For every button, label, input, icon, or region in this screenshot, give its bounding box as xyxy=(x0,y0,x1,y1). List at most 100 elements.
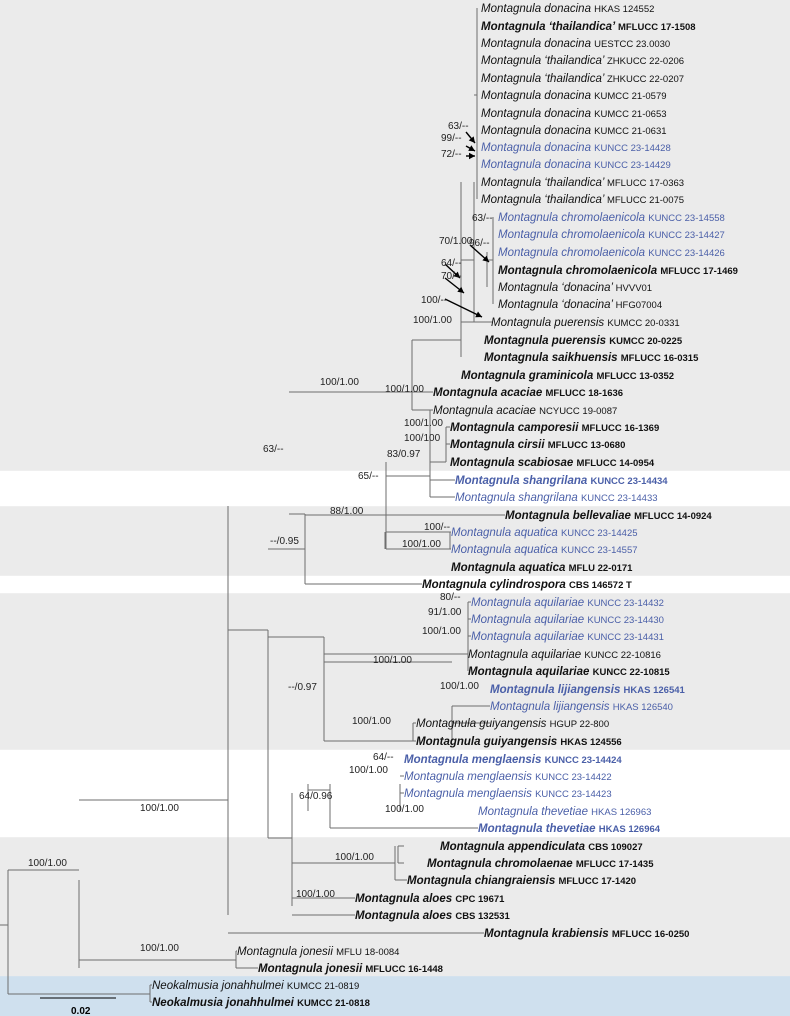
strain-number: KUNCC 22-10816 xyxy=(584,650,661,661)
taxon-label: Montagnula chromolaenicola KUNCC 23-1442… xyxy=(498,229,725,241)
taxon-name: Montagnula scabiosae xyxy=(450,457,577,469)
taxon-label: Montagnula ‘donacina’ HVVV01 xyxy=(498,282,652,294)
strain-number: MFLUCC 13-0680 xyxy=(548,440,626,451)
support-value: 100/1.00 xyxy=(404,418,443,429)
support-value: 100/1.00 xyxy=(140,803,179,814)
support-value: 100/100 xyxy=(404,433,441,444)
taxon-name: Montagnula cylindrospora xyxy=(422,579,569,591)
taxon-label: Montagnula donacina HKAS 124552 xyxy=(481,3,654,15)
support-value: 100/1.00 xyxy=(413,315,452,326)
taxon-label: Montagnula guiyangensis HGUP 22-800 xyxy=(416,718,609,730)
strain-number: CBS 146572 T xyxy=(569,580,632,591)
support-value: 72/-- xyxy=(441,149,462,160)
taxon-name: Montagnula aquilariae xyxy=(471,597,587,609)
taxon-label: Montagnula acaciae MFLUCC 18-1636 xyxy=(433,387,623,399)
taxon-label: Montagnula ‘thailandica’ ZHKUCC 22-0206 xyxy=(481,55,684,67)
strain-number: KUNCC 23-14433 xyxy=(581,493,658,504)
strain-number: HKAS 126964 xyxy=(599,824,661,835)
taxon-label: Montagnula puerensis KUMCC 20-0331 xyxy=(491,317,680,329)
taxon-name: Neokalmusia jonahhulmei xyxy=(152,980,287,992)
support-value: 100/1.00 xyxy=(349,765,388,776)
taxon-name: Montagnula thevetiae xyxy=(478,823,599,835)
strain-number: KUMCC 21-0631 xyxy=(594,126,666,137)
taxon-label: Montagnula graminicola MFLUCC 13-0352 xyxy=(461,370,674,382)
support-value: 70/1.00 xyxy=(439,236,473,247)
arrow-head xyxy=(468,136,475,143)
strain-number: KUMCC 21-0579 xyxy=(594,91,666,102)
support-value: 100/1.00 xyxy=(440,681,479,692)
taxon-label: Montagnula donacina KUNCC 23-14428 xyxy=(481,142,671,154)
taxon-name: Montagnula jonesii xyxy=(258,963,365,975)
support-value: 100/1.00 xyxy=(373,655,412,666)
support-value: 64/-- xyxy=(441,258,462,269)
support-value: 100/1.00 xyxy=(335,852,374,863)
taxon-name: Montagnula thevetiae xyxy=(478,806,591,818)
taxon-label: Montagnula bellevaliae MFLUCC 14-0924 xyxy=(505,510,712,522)
strain-number: MFLUCC 16-0250 xyxy=(612,929,690,940)
taxon-name: Montagnula donacina xyxy=(481,38,594,50)
taxon-label: Montagnula krabiensis MFLUCC 16-0250 xyxy=(484,928,689,940)
strain-number: KUNCC 23-14430 xyxy=(587,615,664,626)
taxon-name: Montagnula chiangraiensis xyxy=(407,875,558,887)
arrow-head xyxy=(469,152,475,160)
strain-number: MFLUCC 18-1636 xyxy=(545,388,623,399)
taxon-name: Montagnula ‘thailandica’ xyxy=(481,177,607,189)
taxon-name: Montagnula ‘donacina’ xyxy=(498,282,616,294)
strain-number: KUMCC 21-0653 xyxy=(594,109,666,120)
support-values: 63/--99/--72/--63/--96/--70/1.0064/--70/… xyxy=(28,121,493,954)
taxon-name: Montagnula ‘thailandica’ xyxy=(481,21,618,33)
taxon-name: Montagnula ‘thailandica’ xyxy=(481,55,607,67)
strain-number: MFLUCC 16-0315 xyxy=(621,353,699,364)
strain-number: HFG07004 xyxy=(616,300,662,311)
support-value: 63/-- xyxy=(448,121,469,132)
taxon-name: Montagnula graminicola xyxy=(461,370,596,382)
strain-number: MFLUCC 14-0924 xyxy=(634,511,712,522)
strain-number: CPC 19671 xyxy=(455,894,505,905)
taxon-label: Montagnula menglaensis KUNCC 23-14422 xyxy=(404,771,612,783)
taxon-name: Montagnula guiyangensis xyxy=(416,736,560,748)
taxon-name: Montagnula aquilariae xyxy=(468,666,593,678)
taxon-label: Montagnula aquatica KUNCC 23-14425 xyxy=(451,527,638,539)
taxon-name: Montagnula ‘thailandica’ xyxy=(481,73,607,85)
taxon-name: Montagnula ‘thailandica’ xyxy=(481,194,607,206)
taxon-name: Montagnula chromolaenicola xyxy=(498,229,648,241)
strain-number: CBS 109027 xyxy=(588,842,642,853)
taxon-label: Montagnula thevetiae HKAS 126964 xyxy=(478,823,661,835)
taxon-label: Montagnula chromolaenae MFLUCC 17-1435 xyxy=(427,858,654,870)
support-value: 100/1.00 xyxy=(385,384,424,395)
strain-number: MFLUCC 16-1448 xyxy=(365,964,443,975)
support-value: 100/1.00 xyxy=(402,539,441,550)
support-value: --/0.97 xyxy=(288,682,317,693)
taxon-label: Montagnula ‘thailandica’ ZHKUCC 22-0207 xyxy=(481,73,684,85)
strain-number: MFLUCC 17-1420 xyxy=(558,876,636,887)
taxon-name: Montagnula puerensis xyxy=(484,335,609,347)
arrow-head xyxy=(482,255,489,262)
support-value: 80/-- xyxy=(440,592,461,603)
strain-number: KUMCC 20-0225 xyxy=(609,336,683,347)
taxon-name: Montagnula puerensis xyxy=(491,317,607,329)
support-value: 99/-- xyxy=(441,133,462,144)
taxon-name: Montagnula aquilariae xyxy=(468,649,584,661)
taxon-label: Montagnula jonesii MFLUCC 16-1448 xyxy=(258,963,443,975)
taxon-label: Montagnula lijiangensis HKAS 126540 xyxy=(490,701,673,713)
scale-bar: 0.02 xyxy=(40,997,116,1016)
taxon-label: Montagnula saikhuensis MFLUCC 16-0315 xyxy=(484,352,699,364)
taxon-name: Montagnula aquatica xyxy=(451,562,569,574)
taxon-label: Montagnula ‘thailandica’ MFLUCC 17-0363 xyxy=(481,177,684,189)
taxon-name: Montagnula aquatica xyxy=(451,544,561,556)
taxon-label: Montagnula menglaensis KUNCC 23-14423 xyxy=(404,788,612,800)
taxon-label: Montagnula thevetiae HKAS 126963 xyxy=(478,806,651,818)
strain-number: HKAS 126541 xyxy=(624,685,686,696)
strain-number: ZHKUCC 22-0207 xyxy=(607,74,684,85)
taxon-name: Montagnula jonesii xyxy=(237,946,336,958)
taxon-label: Montagnula cirsii MFLUCC 13-0680 xyxy=(450,439,625,451)
taxon-label: Montagnula acaciae NCYUCC 19-0087 xyxy=(433,405,617,417)
taxon-name: Montagnula menglaensis xyxy=(404,754,545,766)
taxon-name: Montagnula shangrilana xyxy=(455,492,581,504)
strain-number: KUNCC 23-14423 xyxy=(535,789,612,800)
taxon-label: Montagnula donacina KUNCC 23-14429 xyxy=(481,159,671,171)
taxon-name: Montagnula krabiensis xyxy=(484,928,612,940)
taxon-name: Montagnula appendiculata xyxy=(440,841,588,853)
